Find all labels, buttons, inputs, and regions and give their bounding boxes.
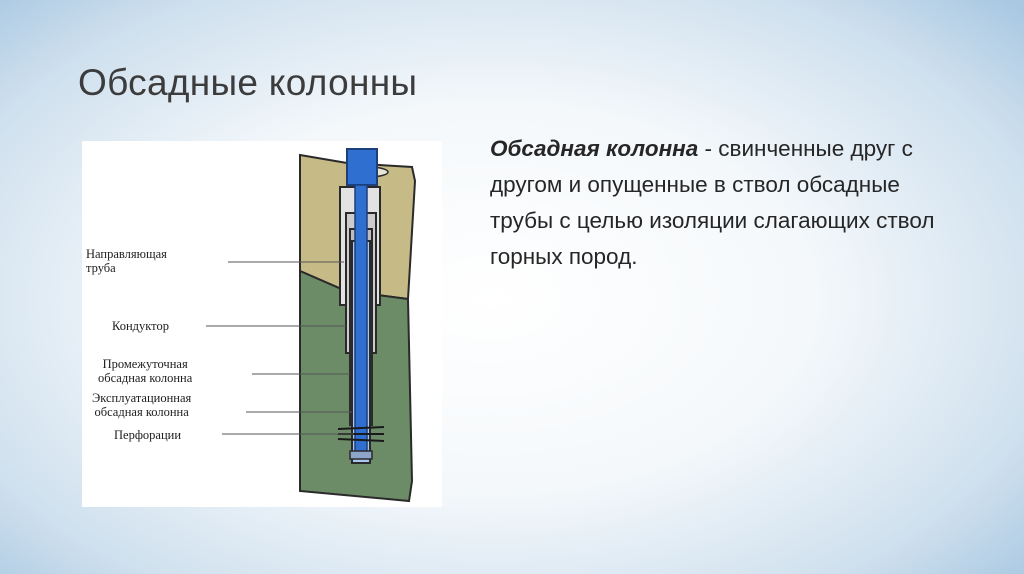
label-intermediate-casing: Промежуточная обсадная колонна [98,357,192,385]
label-guide-pipe-line1: Направляющая [86,247,167,261]
label-intermediate-line2: обсадная колонна [98,371,193,385]
tubing [354,184,368,458]
label-conductor: Кондуктор [112,319,169,333]
label-production-line1: Эксплуатационная [92,391,192,405]
casing-diagram [206,148,417,503]
label-production-line2: обсадная колонна [94,405,189,419]
label-guide-pipe: Направляющая труба [86,247,167,275]
leader-lines [206,261,354,435]
definition-term: Обсадная колонна [490,136,699,161]
label-guide-pipe-line2: труба [86,261,116,275]
definition-text: Обсадная колонна - свинченные друг с дру… [490,131,960,275]
definition-body: свинченные друг с другом и опущенные в с… [490,136,935,269]
definition-separator: - [698,136,719,161]
tubing-upper [346,148,378,186]
label-perforations: Перфорации [114,428,182,442]
well-bottom [349,450,373,460]
label-production-casing: Эксплуатационная обсадная колонна [92,391,191,419]
casing-diagram-figure: Направляющая труба Кондуктор Промежуточн… [82,141,442,507]
label-intermediate-line1: Промежуточная [102,357,188,371]
slide-title: Обсадные колонны [78,62,418,103]
